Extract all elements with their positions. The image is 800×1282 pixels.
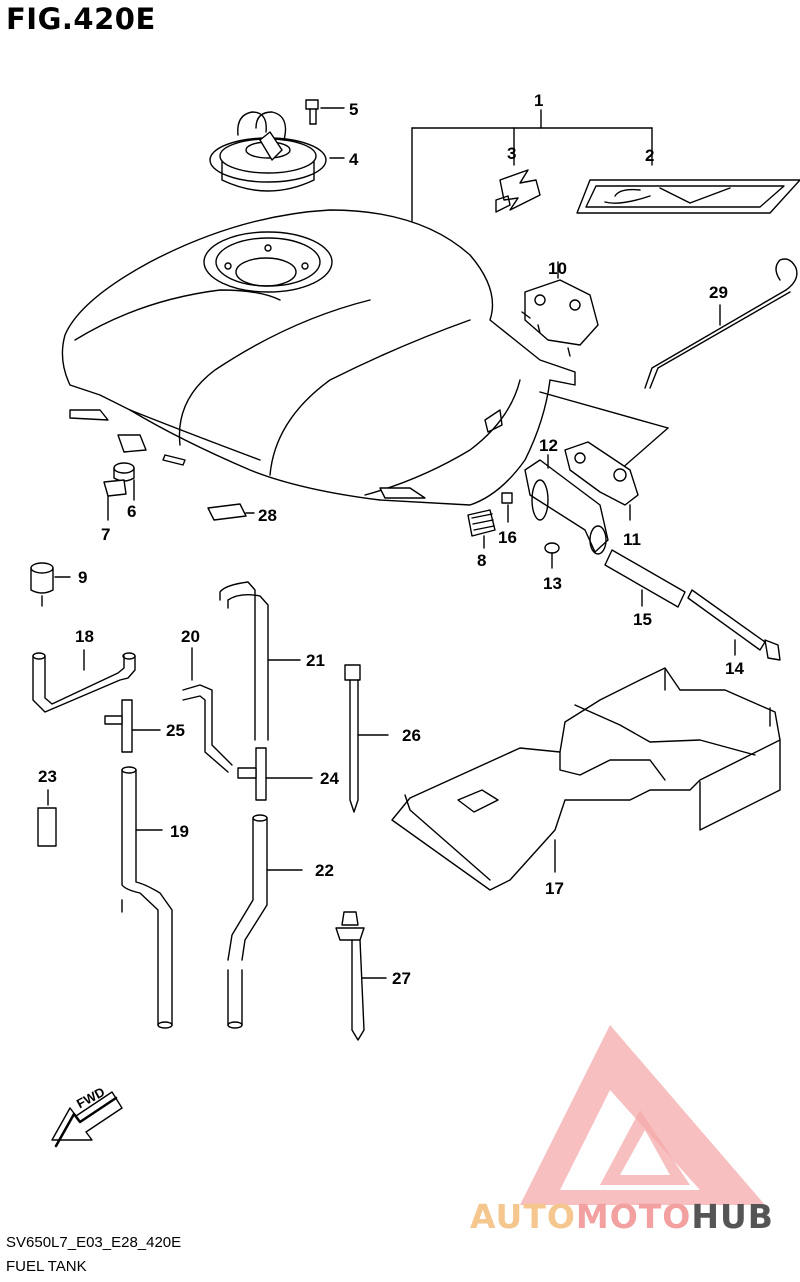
group-bracket-1 — [411, 109, 653, 226]
callout-25: 25 — [166, 721, 185, 740]
part-29-rod — [644, 258, 798, 389]
callout-9: 9 — [78, 568, 88, 587]
callout-14: 14 — [725, 659, 744, 678]
callout-29: 29 — [709, 283, 728, 302]
rear-assembly-guides — [539, 391, 669, 471]
figure-title: FIG.420E — [6, 2, 156, 36]
callout-7: 7 — [101, 525, 111, 544]
callout-6: 6 — [127, 502, 137, 521]
callout-24: 24 — [320, 769, 339, 788]
part-11-bracket — [564, 441, 639, 521]
callout-12: 12 — [539, 436, 558, 455]
callout-1: 1 — [534, 91, 544, 110]
part-3-emblem — [495, 169, 541, 213]
callout-18: 18 — [75, 627, 94, 646]
callout-3: 3 — [507, 144, 517, 163]
watermark-part-a: AUTO — [470, 1197, 576, 1236]
part-25-joint — [104, 699, 161, 753]
callout-28: 28 — [258, 506, 277, 525]
callout-13: 13 — [543, 574, 562, 593]
part-16-clip — [501, 492, 513, 523]
figure-code: SV650L7_E03_E28_420E — [6, 1234, 182, 1251]
part-2-sv-decal — [576, 179, 800, 214]
part-28-label — [207, 503, 255, 521]
callout-10: 10 — [548, 259, 567, 278]
callout-17: 17 — [545, 879, 564, 898]
watermark-part-c: HUB — [691, 1197, 774, 1236]
part-24-joint — [237, 747, 313, 801]
part-10-bracket — [521, 261, 599, 357]
callout-5: 5 — [349, 100, 359, 119]
callout-22: 22 — [315, 861, 334, 880]
callout-16: 16 — [498, 528, 517, 547]
watermark-logo — [520, 1025, 765, 1205]
callout-4: 4 — [349, 150, 359, 169]
part-22-hose — [227, 814, 303, 1029]
part-14-bolt — [687, 589, 781, 661]
callout-19: 19 — [170, 822, 189, 841]
callout-23: 23 — [38, 767, 57, 786]
callout-11: 11 — [623, 530, 641, 549]
callout-2: 2 — [645, 146, 655, 165]
part-15-tube — [604, 549, 686, 608]
part-5-bolt — [305, 99, 345, 125]
callout-21: 21 — [306, 651, 325, 670]
callout-20: 20 — [181, 627, 200, 646]
callout-26: 26 — [402, 726, 421, 745]
part-12-hinge — [524, 454, 609, 555]
part-20-hose — [182, 647, 233, 773]
part-19-hose — [121, 766, 173, 1029]
fwd-arrow-icon — [51, 1091, 123, 1148]
part-26-cable-tie — [344, 664, 389, 813]
figure-name: FUEL TANK — [6, 1258, 87, 1275]
part-18-hose — [32, 649, 136, 713]
part-13-washer — [544, 542, 560, 569]
part-4-fuel-cap — [209, 111, 345, 192]
callout-8: 8 — [477, 551, 487, 570]
part-23-pad — [37, 789, 57, 847]
part-21-hose — [219, 581, 301, 741]
part-9-cushion — [30, 562, 71, 607]
callout-15: 15 — [633, 610, 652, 629]
watermark-text: AUTOMOTOHUB — [470, 1197, 774, 1236]
callout-27: 27 — [392, 969, 411, 988]
watermark-part-b: MOTO — [575, 1197, 692, 1236]
part-6-grommet — [113, 434, 147, 501]
part-8-damper — [467, 509, 496, 549]
fuel-tank-body — [61, 209, 576, 506]
part-17-tray — [391, 667, 781, 891]
part-7-collar — [103, 479, 127, 521]
part-27-cable-tie — [335, 911, 387, 1041]
